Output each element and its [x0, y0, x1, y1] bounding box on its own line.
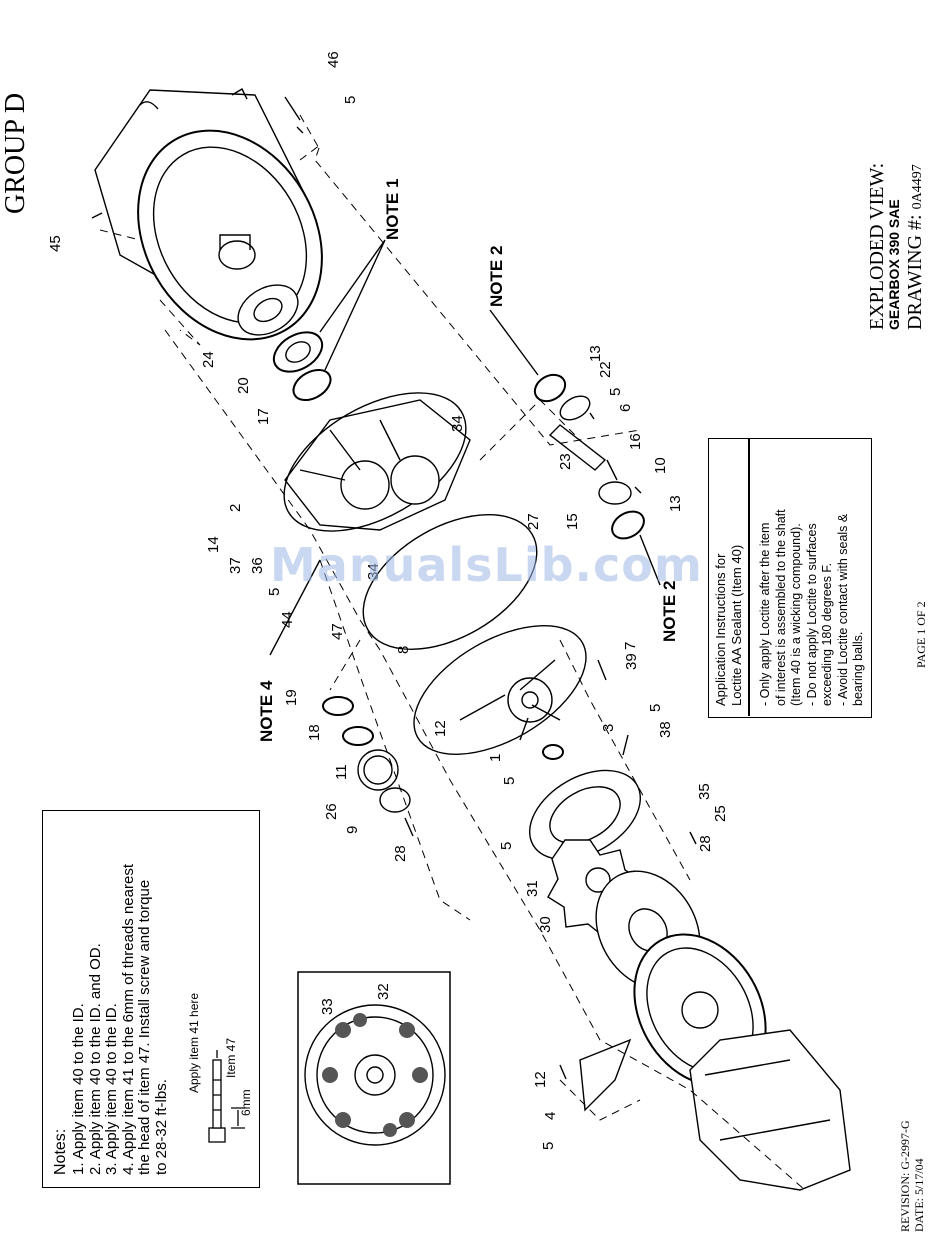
application-instructions-box: [708, 438, 872, 718]
page-number: PAGE 1 OF 2: [914, 601, 928, 668]
item-callout: 39: [623, 653, 640, 670]
item-callout: 18: [306, 724, 323, 741]
item-callout: 4: [542, 1112, 559, 1120]
screw-detail-sketch: [208, 1050, 245, 1143]
item-callout: 12: [432, 720, 449, 737]
note-2-callout-bottom: NOTE 2: [660, 581, 679, 642]
notes-box: [42, 810, 260, 1188]
drawing-label: DRAWING #:: [904, 214, 926, 330]
item-callout: 2: [227, 504, 244, 512]
item-callout: 6: [617, 404, 634, 412]
note-2-callout: NOTE 2: [487, 246, 506, 307]
item-callout: 3: [600, 724, 617, 732]
item-callout: 45: [47, 235, 64, 252]
notes-title: Notes:: [52, 1128, 69, 1175]
coupling-hub-31: [528, 769, 642, 861]
item-callout: 5: [607, 388, 624, 396]
item-callout: 10: [652, 457, 669, 474]
drawing-number: 0A4497: [910, 164, 925, 210]
cover-1: [413, 625, 587, 755]
item-callout: 1: [487, 754, 504, 762]
note-line: to 28-32 ft-lbs.: [152, 1079, 170, 1175]
detail-inset-coupling: [297, 971, 451, 1185]
item-callout: 5: [540, 1142, 557, 1150]
item-callout: 24: [200, 351, 217, 368]
detail-label-dim: 6mm: [239, 1089, 253, 1116]
item-callout: 35: [696, 783, 713, 800]
date-line: DATE: 5/17/04: [912, 1158, 926, 1232]
item-callout: 22: [597, 361, 614, 378]
application-heading-2: Loctite AA Sealant (Item 40): [729, 544, 744, 706]
note-line: 1. Apply item 40 to the ID.: [70, 1003, 87, 1175]
item-callout: 27: [525, 513, 542, 530]
item-callout: 11: [333, 764, 350, 780]
note-line: the head of item 47. Install screw and t…: [136, 879, 153, 1175]
revision-line: REVISION: G-2997-G: [898, 1120, 912, 1232]
item-callout: 5: [342, 96, 359, 104]
item-callout: 13: [667, 495, 684, 512]
item-callout: 34: [365, 563, 382, 580]
application-line: (Item 40 is a wicking compound).: [789, 523, 803, 706]
application-line: - Only apply Loctite after the item: [758, 522, 772, 706]
item-callout: 30: [537, 916, 554, 933]
item-callout: 36: [249, 557, 266, 574]
application-box-divider: [748, 438, 750, 716]
item-callout: 7: [622, 642, 639, 650]
item-callout: 9: [344, 826, 361, 834]
note-4-callout: NOTE 4: [257, 680, 276, 742]
item-callout: 23: [557, 453, 574, 470]
item-callout: 5: [501, 777, 518, 785]
item-callout: 25: [712, 805, 729, 822]
item-callout: 47: [329, 623, 346, 640]
application-heading-1: Application Instructions for: [713, 553, 728, 706]
item-callout: 26: [323, 803, 340, 820]
item-callout: 37: [227, 557, 244, 574]
detail-label-33: 33: [319, 998, 336, 1015]
item-callout: 20: [235, 377, 252, 394]
item-callout: 13: [587, 345, 604, 362]
item-callout: 28: [697, 835, 714, 852]
item-callout: 31: [524, 880, 541, 897]
bell-housing: [94, 88, 323, 341]
item-callout: 8: [395, 646, 412, 654]
detail-label-32: 32: [375, 983, 392, 1000]
item-callout: 16: [627, 433, 644, 450]
note-line: 2. Apply item 40 to the ID. and OD.: [86, 943, 104, 1175]
detail-label-item: Item 47: [224, 1037, 238, 1078]
item-callout: 46: [325, 51, 342, 68]
note-1-callout: NOTE 1: [383, 179, 402, 240]
application-line: - Avoid Loctite contact with seals &: [835, 513, 850, 706]
watermark: ManualsLib.com: [270, 538, 703, 592]
application-line: exceeding 180 degrees F.: [820, 562, 834, 706]
item-callout: 17: [255, 408, 272, 425]
group-title: GROUP D: [0, 92, 31, 214]
item-callout: 19: [283, 689, 300, 706]
cover-plate-24: [237, 284, 299, 336]
item-callout: 34: [449, 415, 466, 432]
application-line: of interest is assembled to the shaft: [773, 509, 788, 706]
item-callout: 5: [266, 588, 283, 596]
gasket-8: [362, 514, 538, 650]
drawing-number-row: DRAWING #: 0A4497: [904, 164, 927, 330]
item-callout: 38: [657, 721, 674, 738]
item-callout: 5: [498, 842, 515, 850]
item-callout: 5: [647, 704, 664, 712]
item-callout: 44: [279, 611, 296, 628]
item-callout: 12: [532, 1071, 549, 1088]
note-line: 3. Apply item 40 to the ID.: [103, 1003, 120, 1175]
application-line: bearing balls.: [851, 631, 865, 706]
application-line: - Do not apply Loctite to surfaces: [804, 523, 819, 706]
item-callout: 15: [564, 513, 581, 530]
gearbox-model: GEARBOX 390 SAE: [886, 199, 902, 330]
flywheel-housing: [689, 1029, 851, 1191]
detail-label-apply: Apply item 41 here: [187, 992, 201, 1093]
item-callout: 14: [205, 536, 222, 553]
item-callout: 28: [392, 845, 409, 862]
note-line: 4. Apply item 41 to the 6mm of threads n…: [119, 863, 137, 1175]
gearbox-case: [283, 392, 471, 532]
